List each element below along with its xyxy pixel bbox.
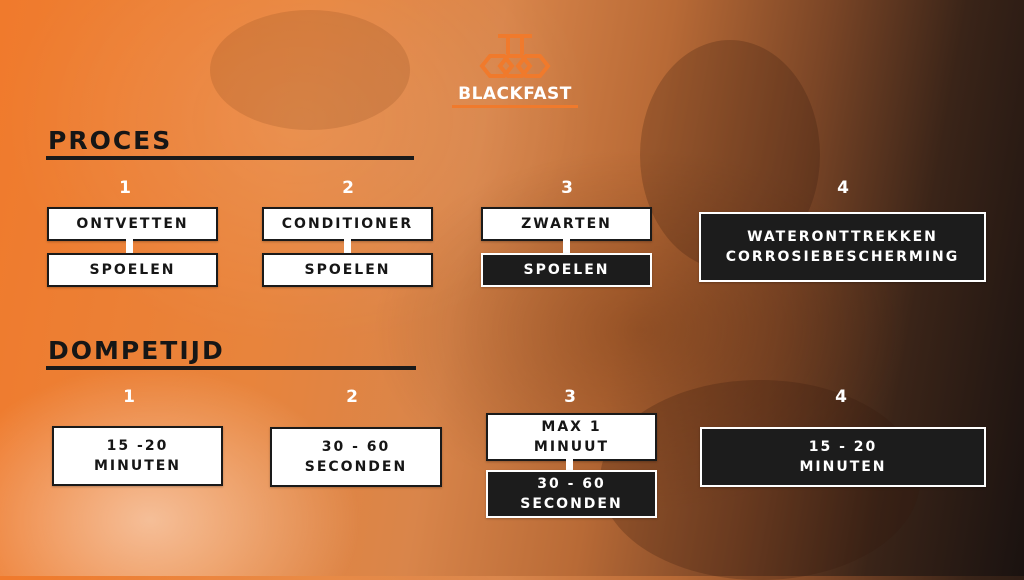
proces-step-3-connector [563,239,570,255]
proces-step-4-box-1: WATERONTTREKKEN CORROSIEBESCHERMING [699,212,986,282]
proces-step-1-box-1: ONTVETTEN [47,207,218,241]
proces-rule [46,156,414,160]
dompetijd-step-1-number: 1 [123,387,135,407]
dompetijd-step-3-box-1: MAX 1 MINUUT [486,413,657,461]
proces-step-3-box-1: ZWARTEN [481,207,652,241]
proces-step-3-number: 3 [561,178,573,198]
proces-title: PROCES [48,126,173,155]
dompetijd-rule [46,366,416,370]
dompetijd-step-4-number: 4 [835,387,847,407]
dompetijd-step-1-box-1: 15 -20 MINUTEN [52,426,223,486]
dompetijd-step-3-connector [566,459,573,471]
logo-text: BLACKFAST [458,84,572,104]
proces-step-2-box-1: CONDITIONER [262,207,433,241]
logo-underline [452,105,578,108]
dompetijd-step-4-box-1: 15 - 20 MINUTEN [700,427,986,487]
proces-step-1-connector [126,239,133,255]
background-part-shape [210,10,410,130]
dompetijd-step-2-number: 2 [346,387,358,407]
proces-step-1-box-2: SPOELEN [47,253,218,287]
blackfast-logo: BLACKFAST [452,30,578,108]
proces-step-1-number: 1 [119,178,131,198]
dompetijd-step-2-box-1: 30 - 60 SECONDEN [270,427,442,487]
dompetijd-title: DOMPETIJD [48,336,225,365]
proces-step-2-connector [344,239,351,255]
proces-step-2-number: 2 [342,178,354,198]
dompetijd-step-3-box-2: 30 - 60 SECONDEN [486,470,657,518]
proces-step-3-box-2: SPOELEN [481,253,652,287]
proces-step-4-number: 4 [837,178,849,198]
proces-step-2-box-2: SPOELEN [262,253,433,287]
dompetijd-step-3-number: 3 [564,387,576,407]
blackfast-logo-mark [479,34,551,78]
